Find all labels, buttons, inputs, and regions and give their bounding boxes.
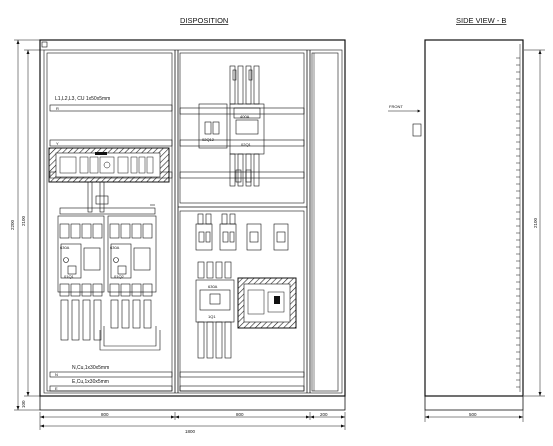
side-vents <box>516 57 520 388</box>
dim-total-width: 1800 <box>185 429 196 434</box>
neutral-earth-busbars <box>49 371 305 392</box>
hatched-cover <box>237 277 297 329</box>
mcb-row <box>195 213 289 279</box>
small-breaker-tag: 02Q12 <box>202 137 215 142</box>
q2-tag: 01Q2 <box>114 274 125 279</box>
phase-r-label: R <box>56 106 59 111</box>
earth-busbar-label: E,Cu,1x30x5mm <box>72 379 109 385</box>
left-droppers <box>59 181 156 215</box>
main-busbar-label: L1,L2,L3, CU 1x50x5mm <box>55 96 110 102</box>
front-dimensions <box>14 39 346 430</box>
neutral-mark: N <box>55 372 58 377</box>
dim-width-3: 200 <box>320 412 328 417</box>
cabinet-side <box>412 39 524 411</box>
earth-mark: E <box>55 386 58 391</box>
breaker-1q1 <box>195 279 235 359</box>
q3-rating: 400A <box>240 114 250 119</box>
side-view-title: SIDE VIEW - B <box>456 16 506 25</box>
q1-rating: 630A <box>60 245 70 250</box>
side-dimensions <box>424 49 545 422</box>
dim-width-1: 800 <box>101 412 109 417</box>
front-label: FRONT <box>389 104 403 109</box>
dim-side-height: 2100 <box>533 217 538 228</box>
q1-tag: 01Q1 <box>64 274 75 279</box>
control-panel <box>48 147 170 183</box>
dim-depth: 500 <box>469 412 477 417</box>
q3-tag: 02Q1 <box>241 142 252 147</box>
breaker-01q1 <box>57 215 105 341</box>
phase-y-label: Y <box>56 141 59 146</box>
dim-plinth: 100 <box>21 400 26 408</box>
q2-rating: 630A <box>110 245 120 250</box>
dim-body-height: 2100 <box>21 215 26 226</box>
main-tag: 1Q1 <box>208 314 216 319</box>
dim-total-height: 2200 <box>10 219 15 230</box>
neutral-busbar-label: N,Cu,1x30x5mm <box>72 365 109 371</box>
breaker-01q2 <box>99 215 161 351</box>
dim-width-2: 800 <box>236 412 244 417</box>
main-rating: 630A <box>208 284 218 289</box>
disposition-title: DISPOSITION <box>180 16 228 25</box>
breaker-02q1 <box>198 65 265 187</box>
